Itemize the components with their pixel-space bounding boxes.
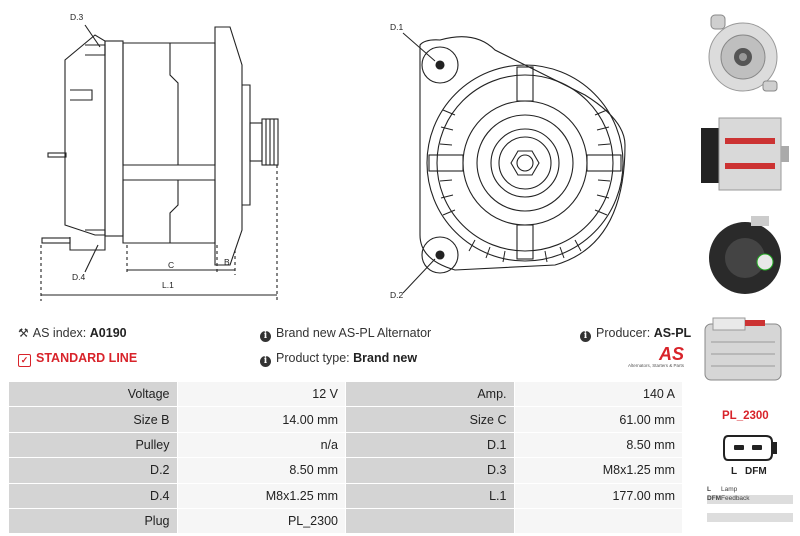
label-d3: D.3 bbox=[70, 12, 84, 22]
spec-key: Voltage bbox=[8, 380, 178, 408]
front-photo[interactable] bbox=[693, 5, 793, 95]
spec-value: 61.00 mm bbox=[513, 406, 683, 433]
label-d4: D.4 bbox=[72, 272, 86, 282]
info-icon: i bbox=[580, 331, 591, 342]
legend-row bbox=[707, 504, 793, 513]
spec-value: 8.50 mm bbox=[513, 431, 683, 459]
spec-value: 140 A bbox=[513, 380, 683, 408]
label-l1: L.1 bbox=[162, 280, 174, 290]
spec-key: Plug bbox=[8, 507, 178, 535]
legend-code bbox=[707, 513, 721, 522]
spec-value: 12 V bbox=[176, 380, 346, 408]
info-icon: i bbox=[260, 331, 271, 342]
spec-key: Size C bbox=[345, 406, 515, 433]
spec-value: M8x1.25 mm bbox=[513, 457, 683, 484]
spec-key: Size B bbox=[8, 406, 178, 433]
as-index: ⚒AS index: A0190 bbox=[18, 326, 127, 340]
label-d1: D.1 bbox=[390, 22, 404, 32]
label-d2: D.2 bbox=[390, 290, 404, 300]
legend-code: DFM bbox=[707, 495, 722, 502]
spec-key: D.3 bbox=[345, 457, 515, 484]
spec-key: D.4 bbox=[8, 482, 178, 509]
legend-desc: Feedback bbox=[721, 495, 750, 502]
front-view-drawing bbox=[402, 32, 626, 294]
spec-value: n/a bbox=[176, 431, 346, 459]
spec-value: 8.50 mm bbox=[176, 457, 346, 484]
pin-l-label: L bbox=[731, 466, 738, 477]
tag-icon: ⚒ bbox=[18, 326, 29, 340]
info-icon: i bbox=[260, 356, 271, 367]
spec-key: Amp. bbox=[345, 380, 515, 408]
legend-code: L bbox=[707, 486, 711, 493]
side-photo[interactable] bbox=[693, 108, 793, 198]
legend-row bbox=[707, 513, 793, 522]
spec-key: D.1 bbox=[345, 431, 515, 459]
spec-key: D.2 bbox=[8, 457, 178, 484]
legend-row: L Lamp bbox=[707, 486, 793, 495]
legend-desc: Lamp bbox=[721, 486, 738, 493]
spec-value: 177.00 mm bbox=[513, 482, 683, 509]
plug-photo[interactable] bbox=[693, 312, 793, 384]
as-logo: AS Alternators, Starters & Parts bbox=[627, 344, 684, 368]
spec-value bbox=[513, 507, 683, 535]
standard-line: ✓STANDARD LINE bbox=[18, 351, 137, 367]
legend-code bbox=[707, 504, 721, 513]
rear-photo[interactable] bbox=[693, 210, 793, 300]
spec-value: M8x1.25 mm bbox=[176, 482, 346, 509]
spec-value: PL_2300 bbox=[176, 507, 346, 535]
spec-key bbox=[345, 507, 515, 535]
plug-diagram-icon bbox=[723, 435, 777, 461]
spec-key: Pulley bbox=[8, 431, 178, 459]
label-c: C bbox=[168, 260, 175, 270]
label-b: B bbox=[224, 257, 230, 267]
checkbox-icon: ✓ bbox=[18, 354, 31, 367]
pin-dfm-label: DFM bbox=[745, 466, 767, 477]
spec-key: L.1 bbox=[345, 482, 515, 509]
plug-name: PL_2300 bbox=[722, 410, 769, 422]
spec-value: 14.00 mm bbox=[176, 406, 346, 433]
side-view-drawing bbox=[40, 24, 279, 301]
